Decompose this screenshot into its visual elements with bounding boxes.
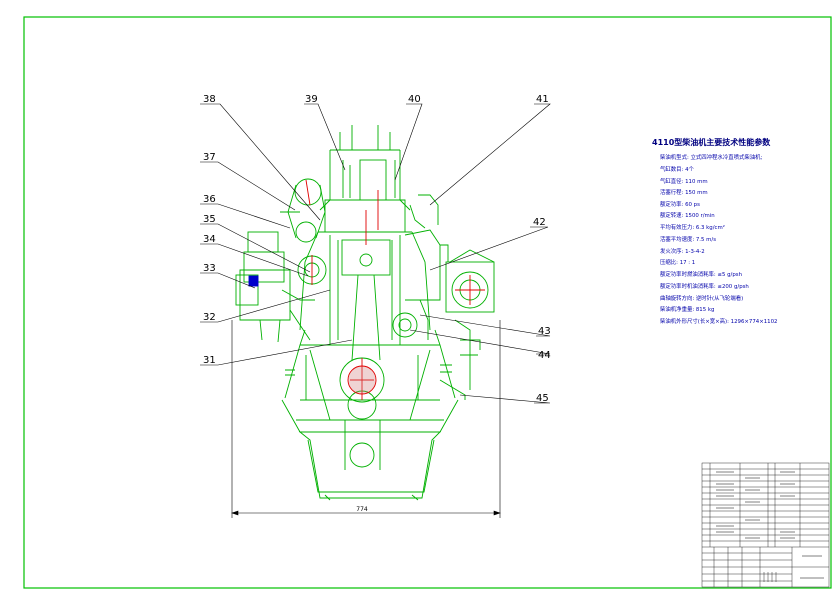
callout-32: 32 [203,312,216,323]
callout-42: 42 [533,217,546,228]
engine-accents [248,179,485,400]
spec-line: 压缩比: 17 : 1 [660,260,696,266]
callout-34: 34 [203,234,216,245]
spec-line: 曲轴旋转方向: 逆时针(从飞轮端看) [660,296,744,302]
callout-38: 38 [203,94,216,105]
spec-line: 活塞行程: 150 mm [660,190,708,196]
callout-37: 37 [203,152,216,163]
callout-36: 36 [203,194,216,205]
callout-39: 39 [305,94,318,105]
callout-leaders [200,103,551,404]
title-block-marks [716,471,824,579]
spec-line: 发火次序: 1-3-4-2 [660,249,705,255]
spec-line: 平均有效压力: 6.3 kg/cm² [660,225,725,231]
spec-line: 气缸直径: 110 mm [660,179,708,185]
callout-41: 41 [536,94,549,105]
callout-35: 35 [203,214,216,225]
callout-40: 40 [408,94,421,105]
spec-line: 额定功率: 60 ps [660,202,700,208]
spec-title: 4110型柴油机主要技术性能参数 [652,138,771,147]
callout-31: 31 [203,355,216,366]
callout-43: 43 [538,326,551,337]
sheet-border [23,16,832,589]
dimension-value: 774 [356,506,368,513]
dimension-width [231,320,501,518]
callout-33: 33 [203,263,216,274]
callout-labels: 38 39 40 41 37 36 35 42 34 33 32 43 44 3… [203,94,551,404]
spec-line: 气缸数目: 4个 [660,167,694,173]
spec-line: 柴油机型式: 立式四冲程水冷直喷式柴油机; [660,155,763,161]
spec-line: 额定功率时燃油消耗率: ≤5 g/psh [660,272,742,278]
spec-line: 额定功率时机油消耗率: ≤200 g/psh [660,284,749,290]
title-block [701,462,830,588]
spec-line: 额定转速: 1500 r/min [660,213,715,219]
spec-line: 柴油机外形尺寸(长×宽×高): 1296×774×1102 [660,319,778,325]
engine-cross-section [235,125,495,501]
spec-line: 活塞平均速度: 7.5 m/s [660,237,717,243]
spec-line: 柴油机净重量: 815 kg [660,307,715,313]
callout-45: 45 [536,393,549,404]
callout-44: 44 [538,350,551,361]
